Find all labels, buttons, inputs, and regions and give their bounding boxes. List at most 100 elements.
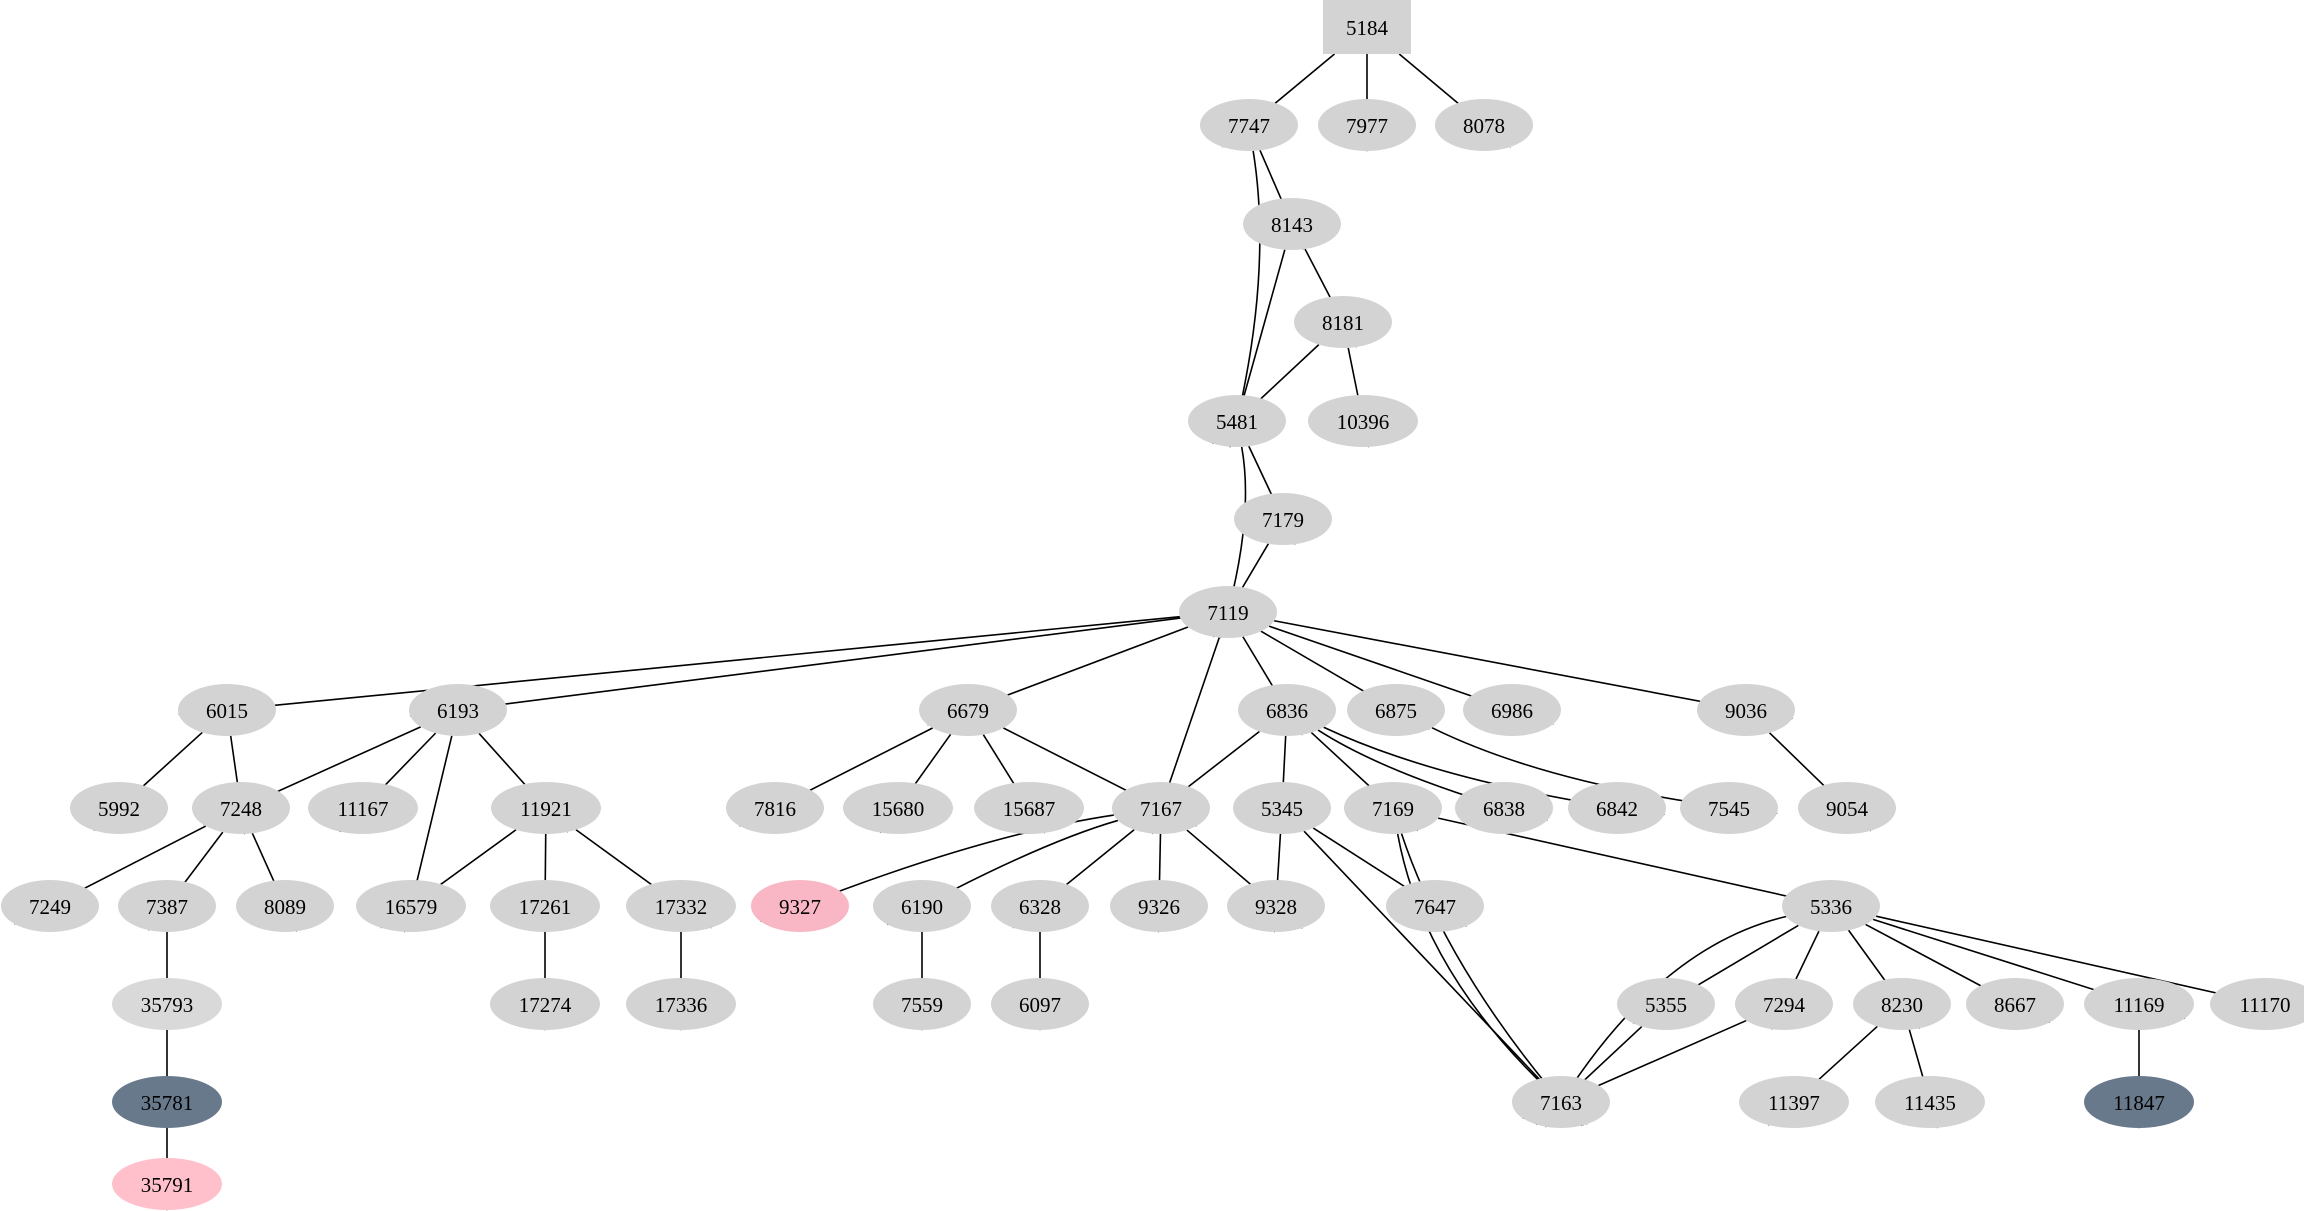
- node-ellipse-shape[interactable]: [1463, 684, 1561, 736]
- graph-node[interactable]: 17274: [490, 978, 600, 1030]
- node-ellipse-shape[interactable]: [1798, 782, 1896, 834]
- graph-node[interactable]: 17261: [490, 880, 600, 932]
- node-ellipse-shape[interactable]: [1188, 395, 1286, 447]
- graph-node[interactable]: 8078: [1435, 99, 1533, 151]
- graph-node[interactable]: 6015: [178, 684, 276, 736]
- graph-node[interactable]: 10396: [1308, 395, 1418, 447]
- graph-node[interactable]: 7545: [1680, 782, 1778, 834]
- node-ellipse-shape[interactable]: [1875, 1076, 1985, 1128]
- graph-node[interactable]: 5184: [1323, 0, 1411, 54]
- node-ellipse-shape[interactable]: [356, 880, 466, 932]
- node-ellipse-shape[interactable]: [118, 880, 216, 932]
- node-ellipse-shape[interactable]: [112, 978, 222, 1030]
- graph-node[interactable]: 16579: [356, 880, 466, 932]
- graph-node[interactable]: 5336: [1782, 880, 1880, 932]
- graph-node[interactable]: 6838: [1455, 782, 1553, 834]
- node-ellipse-shape[interactable]: [1386, 880, 1484, 932]
- node-ellipse-shape[interactable]: [236, 880, 334, 932]
- graph-node[interactable]: 5481: [1188, 395, 1286, 447]
- graph-node[interactable]: 9326: [1110, 880, 1208, 932]
- node-ellipse-shape[interactable]: [1512, 1076, 1610, 1128]
- graph-node[interactable]: 7167: [1112, 782, 1210, 834]
- graph-node[interactable]: 6842: [1568, 782, 1666, 834]
- node-ellipse-shape[interactable]: [873, 880, 971, 932]
- node-ellipse-shape[interactable]: [1112, 782, 1210, 834]
- node-ellipse-shape[interactable]: [626, 880, 736, 932]
- graph-node[interactable]: 5355: [1617, 978, 1715, 1030]
- node-ellipse-shape[interactable]: [409, 684, 507, 736]
- node-ellipse-shape[interactable]: [2084, 978, 2194, 1030]
- node-ellipse-shape[interactable]: [1435, 99, 1533, 151]
- node-ellipse-shape[interactable]: [1568, 782, 1666, 834]
- node-ellipse-shape[interactable]: [1739, 1076, 1849, 1128]
- node-ellipse-shape[interactable]: [1617, 978, 1715, 1030]
- node-ellipse-shape[interactable]: [2210, 978, 2304, 1030]
- node-ellipse-shape[interactable]: [1234, 493, 1332, 545]
- node-ellipse-shape[interactable]: [1782, 880, 1880, 932]
- node-ellipse-shape[interactable]: [490, 880, 600, 932]
- graph-node[interactable]: 6328: [991, 880, 1089, 932]
- node-ellipse-shape[interactable]: [974, 782, 1084, 834]
- node-ellipse-shape[interactable]: [873, 978, 971, 1030]
- graph-node[interactable]: 9327: [751, 880, 849, 932]
- graph-node[interactable]: 35781: [112, 1076, 222, 1128]
- node-ellipse-shape[interactable]: [1, 880, 99, 932]
- graph-node[interactable]: 6097: [991, 978, 1089, 1030]
- graph-node[interactable]: 6190: [873, 880, 971, 932]
- graph-node[interactable]: 6986: [1463, 684, 1561, 736]
- graph-node[interactable]: 35793: [112, 978, 222, 1030]
- node-ellipse-shape[interactable]: [1455, 782, 1553, 834]
- graph-node[interactable]: 11170: [2210, 978, 2304, 1030]
- node-ellipse-shape[interactable]: [1735, 978, 1833, 1030]
- node-ellipse-shape[interactable]: [70, 782, 168, 834]
- node-ellipse-shape[interactable]: [1243, 198, 1341, 250]
- graph-node[interactable]: 8181: [1294, 296, 1392, 348]
- graph-node[interactable]: 5345: [1233, 782, 1331, 834]
- graph-node[interactable]: 11397: [1739, 1076, 1849, 1128]
- graph-node[interactable]: 15687: [974, 782, 1084, 834]
- graph-node[interactable]: 8089: [236, 880, 334, 932]
- graph-node[interactable]: 6679: [919, 684, 1017, 736]
- graph-node[interactable]: 7294: [1735, 978, 1833, 1030]
- graph-node[interactable]: 7248: [192, 782, 290, 834]
- graph-node[interactable]: 8230: [1853, 978, 1951, 1030]
- node-ellipse-shape[interactable]: [726, 782, 824, 834]
- node-ellipse-shape[interactable]: [1179, 586, 1277, 638]
- graph-node[interactable]: 11169: [2084, 978, 2194, 1030]
- graph-node[interactable]: 6836: [1238, 684, 1336, 736]
- graph-node[interactable]: 11435: [1875, 1076, 1985, 1128]
- node-ellipse-shape[interactable]: [491, 782, 601, 834]
- graph-node[interactable]: 7169: [1344, 782, 1442, 834]
- node-ellipse-shape[interactable]: [1110, 880, 1208, 932]
- node-box-shape[interactable]: [1323, 0, 1411, 54]
- node-ellipse-shape[interactable]: [112, 1076, 222, 1128]
- node-ellipse-shape[interactable]: [1200, 99, 1298, 151]
- node-ellipse-shape[interactable]: [2084, 1076, 2194, 1128]
- graph-node[interactable]: 7747: [1200, 99, 1298, 151]
- node-ellipse-shape[interactable]: [112, 1158, 222, 1210]
- node-ellipse-shape[interactable]: [1318, 99, 1416, 151]
- node-ellipse-shape[interactable]: [1344, 782, 1442, 834]
- graph-node[interactable]: 11921: [491, 782, 601, 834]
- graph-node[interactable]: 11167: [308, 782, 418, 834]
- graph-node[interactable]: 9054: [1798, 782, 1896, 834]
- graph-node[interactable]: 6193: [409, 684, 507, 736]
- graph-node[interactable]: 11847: [2084, 1076, 2194, 1128]
- graph-node[interactable]: 7977: [1318, 99, 1416, 151]
- node-ellipse-shape[interactable]: [1227, 880, 1325, 932]
- graph-node[interactable]: 8143: [1243, 198, 1341, 250]
- node-ellipse-shape[interactable]: [991, 978, 1089, 1030]
- graph-node[interactable]: 8667: [1966, 978, 2064, 1030]
- node-ellipse-shape[interactable]: [308, 782, 418, 834]
- graph-node[interactable]: 5992: [70, 782, 168, 834]
- node-ellipse-shape[interactable]: [1680, 782, 1778, 834]
- node-ellipse-shape[interactable]: [991, 880, 1089, 932]
- node-ellipse-shape[interactable]: [490, 978, 600, 1030]
- graph-node[interactable]: 7179: [1234, 493, 1332, 545]
- node-ellipse-shape[interactable]: [1233, 782, 1331, 834]
- graph-node[interactable]: 6875: [1347, 684, 1445, 736]
- node-ellipse-shape[interactable]: [1347, 684, 1445, 736]
- node-ellipse-shape[interactable]: [1966, 978, 2064, 1030]
- node-ellipse-shape[interactable]: [1853, 978, 1951, 1030]
- node-ellipse-shape[interactable]: [843, 782, 953, 834]
